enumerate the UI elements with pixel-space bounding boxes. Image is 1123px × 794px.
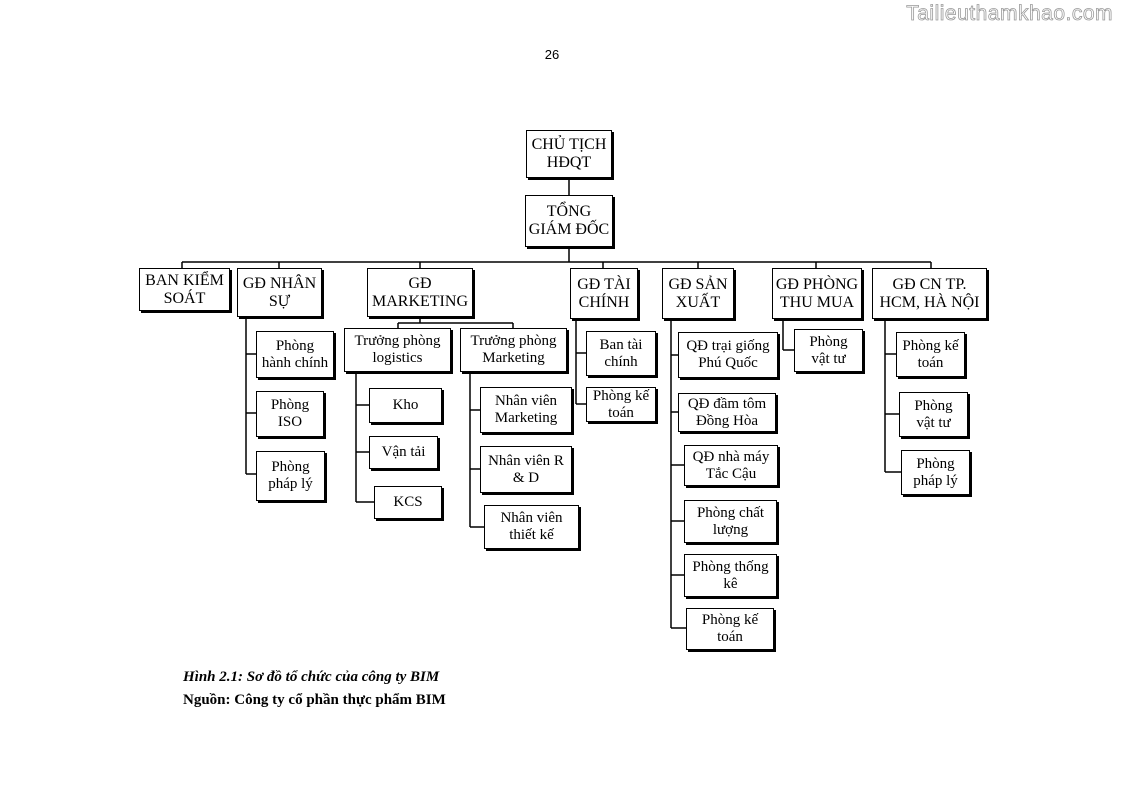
dept-branch: GĐ CN TP. HCM, HÀ NỘI xyxy=(872,268,987,319)
dept-marketing: GĐ MARKETING xyxy=(367,268,473,317)
branch-unit-legal: Phòng pháp lý xyxy=(901,450,970,495)
logistics-unit-transport: Vận tải xyxy=(369,436,438,469)
hr-unit-iso: Phòng ISO xyxy=(256,391,324,437)
page-number: 26 xyxy=(544,47,560,62)
finance-unit-board: Ban tài chính xyxy=(586,331,656,376)
figure-source: Nguồn: Công ty cổ phần thực phẩm BIM xyxy=(183,692,446,708)
dept-hr: GĐ NHÂN SỰ xyxy=(237,268,322,317)
watermark: Tailieuthamkhao.com xyxy=(906,2,1113,26)
marketing-unit-rnd: Nhân viên R & D xyxy=(480,446,572,493)
logistics-unit-warehouse: Kho xyxy=(369,388,442,423)
dept-purchasing: GĐ PHÒNG THU MUA xyxy=(772,268,862,319)
marketing-unit-staff: Nhân viên Marketing xyxy=(480,387,572,433)
branch-unit-accounting: Phòng kế toán xyxy=(896,332,965,377)
hr-unit-legal: Phòng pháp lý xyxy=(256,451,325,501)
logistics-unit-kcs: KCS xyxy=(374,486,442,519)
finance-unit-accounting: Phòng kế toán xyxy=(586,387,656,422)
dept-finance: GĐ TÀI CHÍNH xyxy=(570,268,638,319)
production-unit-factory: QĐ nhà máy Tắc Cậu xyxy=(684,445,778,486)
production-unit-hatchery: QĐ trại giống Phú Quốc xyxy=(678,332,778,378)
marketing-unit-designer: Nhân viên thiết kế xyxy=(484,505,579,549)
head-logistics: Trưởng phòng logistics xyxy=(344,328,451,372)
head-marketing: Trưởng phòng Marketing xyxy=(460,328,567,372)
figure-caption: Hình 2.1: Sơ đồ tổ chức của công ty BIM xyxy=(183,669,440,685)
branch-unit-supplies: Phòng vật tư xyxy=(899,392,968,437)
dept-production: GĐ SẢN XUẤT xyxy=(662,268,734,319)
production-unit-shrimp-farm: QĐ đầm tôm Đồng Hòa xyxy=(678,393,776,432)
production-unit-accounting: Phòng kế toán xyxy=(686,608,774,650)
chairman-box: CHỦ TỊCH HĐQT xyxy=(526,130,612,178)
dept-supervisory-board: BAN KIỂM SOÁT xyxy=(139,268,230,311)
ceo-box: TỔNG GIÁM ĐỐC xyxy=(525,195,613,247)
hr-unit-administration: Phòng hành chính xyxy=(256,331,334,378)
purchasing-unit-supplies: Phòng vật tư xyxy=(794,329,863,372)
production-unit-statistics: Phòng thống kê xyxy=(684,554,777,597)
production-unit-quality: Phòng chất lượng xyxy=(684,500,777,543)
